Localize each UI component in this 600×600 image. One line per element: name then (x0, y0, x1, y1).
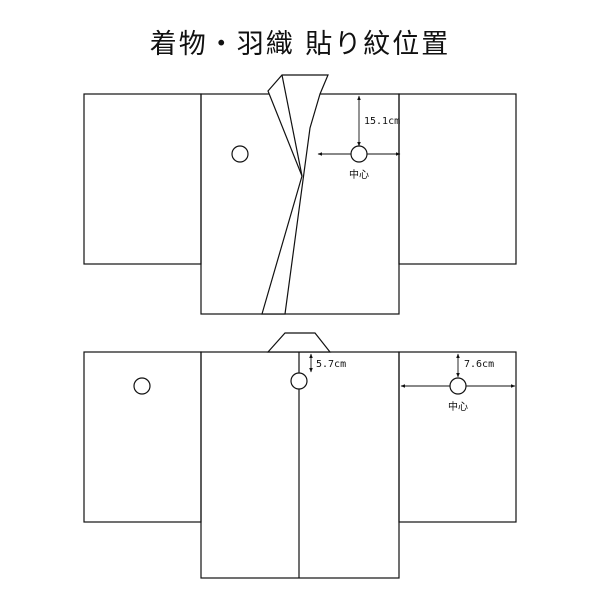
front-collar-inner-line (281, 74, 303, 177)
back-crest-sleeve-right (449, 377, 467, 395)
front-left-sleeve (83, 93, 202, 265)
back-collar-dimension-label: 5.7cm (316, 359, 346, 370)
back-sleeve-dimension-label: 7.6cm (464, 359, 494, 370)
front-collar (261, 74, 329, 315)
front-right-sleeve (398, 93, 517, 265)
back-right-sleeve (398, 351, 517, 523)
back-crest-sleeve-left (133, 377, 151, 395)
front-crest-right (350, 145, 368, 163)
front-crest-left (231, 145, 249, 163)
back-center-label: 中心 (448, 400, 468, 413)
page-title: 着物・羽織 貼り紋位置 (149, 29, 451, 60)
front-view (83, 74, 517, 315)
front-center-label: 中心 (349, 168, 369, 181)
front-dimension-label: 15.1cm (364, 116, 400, 127)
back-crest-center (290, 372, 308, 390)
back-collar (266, 332, 332, 353)
back-view (83, 332, 517, 579)
